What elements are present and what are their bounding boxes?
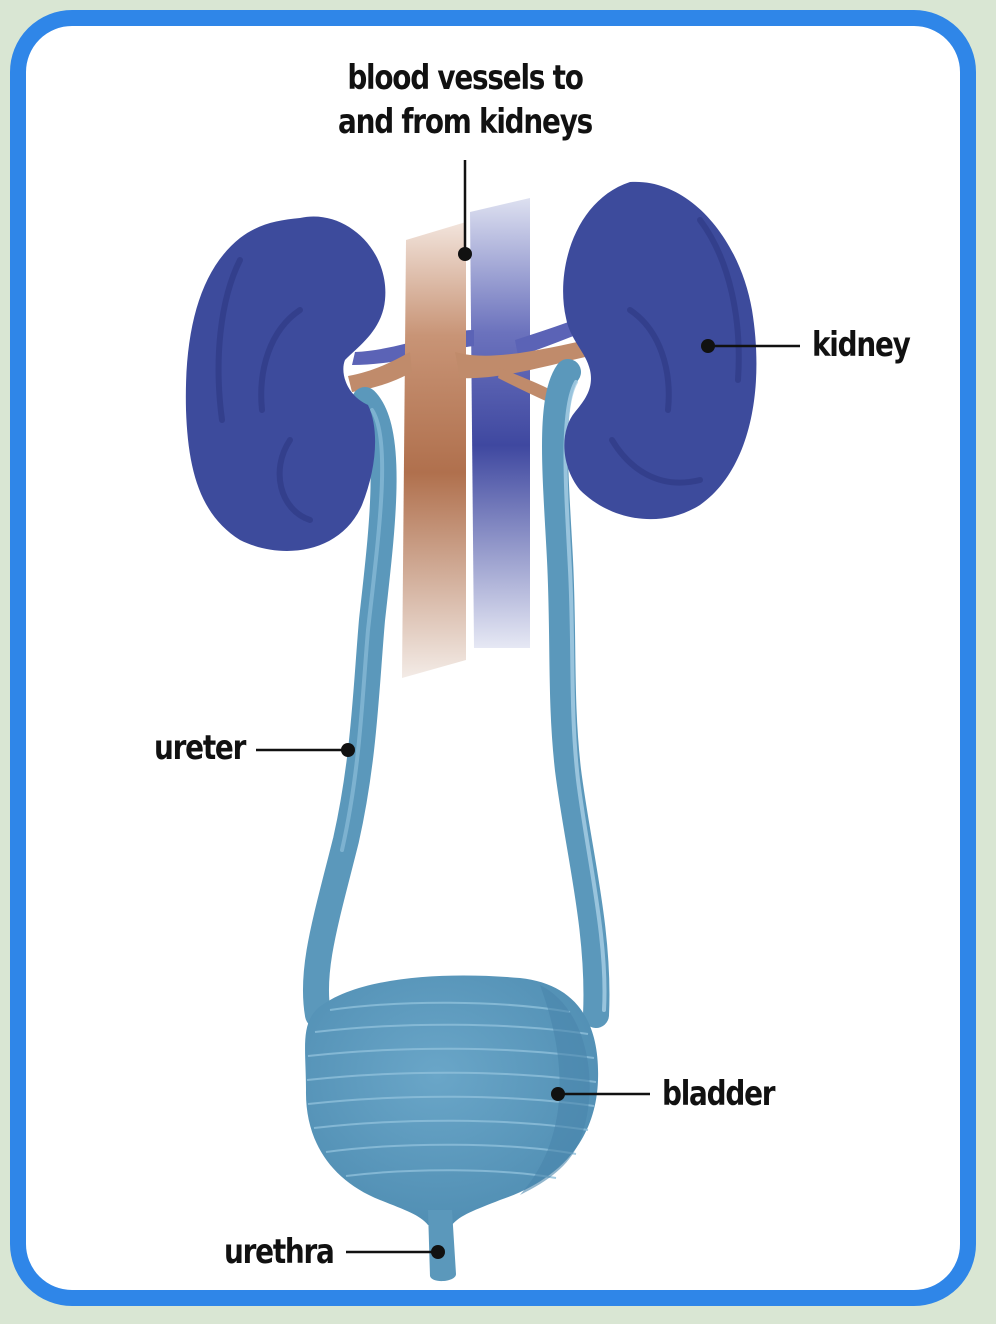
blood-vessels-label-line2: and from kidneys	[330, 100, 601, 144]
bladder-label: bladder	[662, 1072, 774, 1116]
urethra	[428, 1210, 456, 1281]
blood-vessels-label-line1: blood vessels to	[330, 56, 601, 100]
urethra-label: urethra	[224, 1230, 334, 1274]
vein-vessel	[470, 198, 530, 648]
leader-ureter	[256, 743, 355, 757]
ureter-label: ureter	[154, 726, 245, 770]
kidney-label: kidney	[812, 323, 910, 367]
blood-vessels-label: blood vessels to and from kidneys	[330, 56, 601, 144]
artery-vessel	[402, 222, 466, 678]
